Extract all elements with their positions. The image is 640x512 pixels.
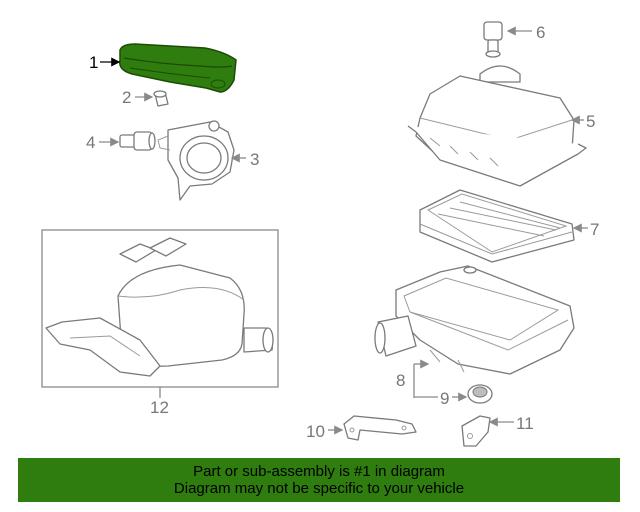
part-6: [483, 21, 503, 58]
callout-2: 2: [122, 88, 131, 107]
banner-line-2: Diagram may not be specific to your vehi…: [173, 480, 465, 497]
callout-8: 8: [396, 371, 405, 390]
part-5: [407, 65, 587, 187]
part-8: [374, 265, 575, 375]
part-1-highlighted[interactable]: [119, 43, 237, 93]
callout-5: 5: [586, 112, 595, 131]
parts-diagram: 1 2 4 3 12 6: [41, 21, 599, 447]
part-4: [119, 131, 156, 151]
part-7: [419, 189, 575, 263]
info-banner: Part or sub-assembly is #1 in diagram Di…: [18, 458, 620, 502]
callout-4: 4: [86, 133, 95, 152]
callout-11: 11: [516, 414, 534, 433]
callout-9: 9: [440, 389, 449, 408]
callout-7: 7: [590, 220, 599, 239]
callout-3: 3: [250, 150, 259, 169]
part-3: [157, 120, 235, 201]
banner-line-1: Part or sub-assembly is #1 in diagram: [193, 463, 445, 480]
callout-12: 12: [150, 398, 169, 417]
callout-10: 10: [306, 422, 325, 441]
part-9: [467, 384, 493, 404]
part-10: [343, 415, 417, 441]
part-2: [153, 90, 169, 107]
callout-1: 1: [89, 53, 98, 72]
callout-6: 6: [536, 23, 545, 42]
part-11: [461, 415, 491, 447]
part-12-assembly: [41, 229, 279, 388]
